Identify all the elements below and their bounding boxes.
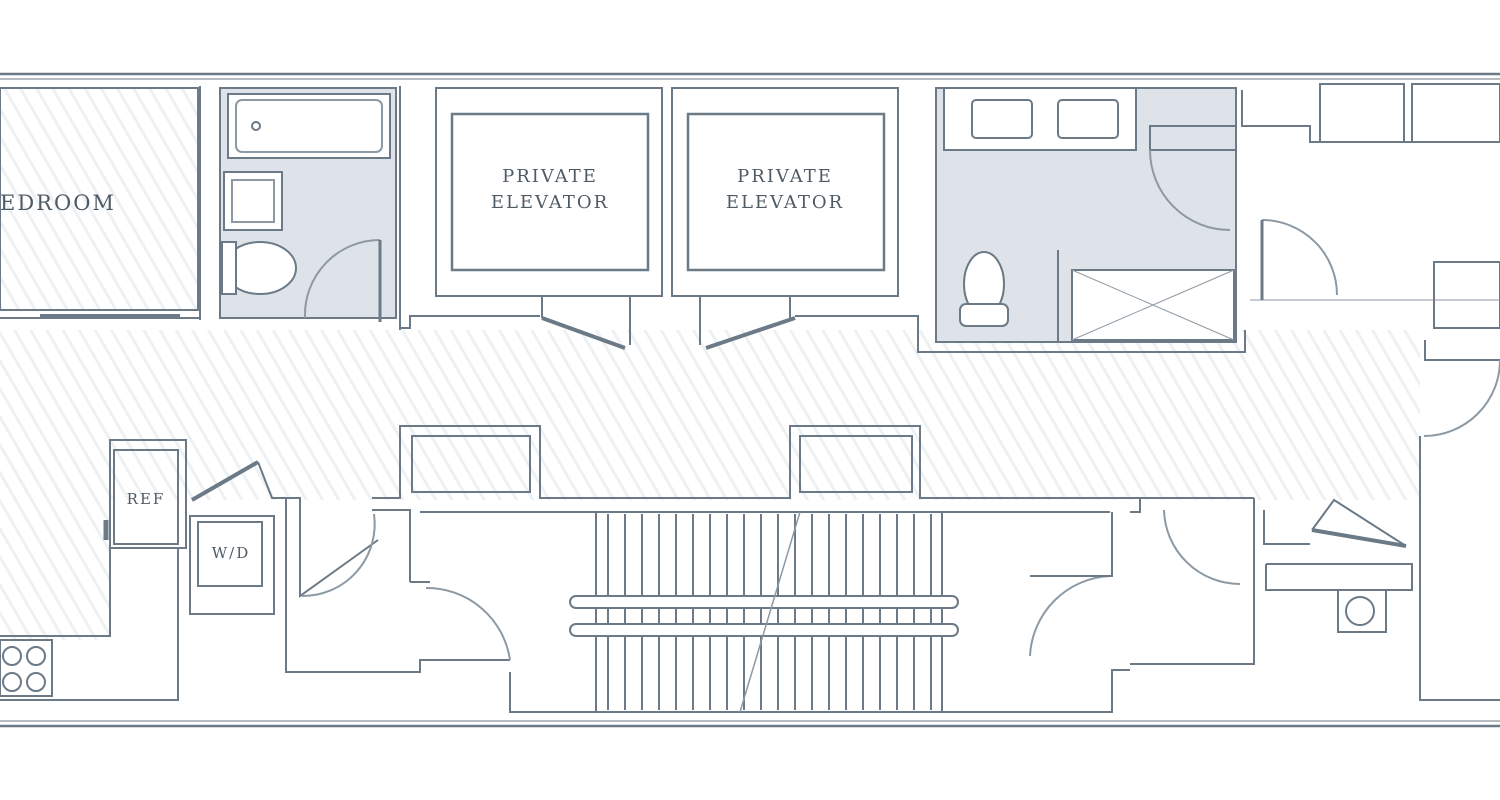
- door-swing-icon: [1163, 509, 1241, 585]
- door-swing-icon: [1423, 359, 1500, 437]
- door-swing-icon: [425, 586, 511, 661]
- closet-rod-icon: [1319, 83, 1405, 143]
- bathroom-left: [219, 86, 401, 330]
- washer-dryer: [189, 515, 275, 615]
- elevator-1-label-line2: ELEVATOR: [491, 192, 609, 213]
- bedroom-label: EDROOM: [0, 191, 116, 215]
- door-swing-icon: [301, 513, 376, 598]
- stair-icon: [569, 511, 959, 713]
- closet-rod-icon: [411, 435, 531, 493]
- elevator-2-label-line1: PRIVATE: [737, 166, 833, 187]
- door-swing-icon: [1149, 149, 1231, 231]
- elevator-2: [671, 87, 899, 350]
- corridor-top-wall: [399, 315, 1246, 353]
- closet-rod-icon: [1433, 261, 1500, 329]
- kitchen: [0, 439, 301, 701]
- refrigerator: [113, 449, 179, 545]
- kitchen-floor: [0, 450, 110, 640]
- closet-rod-icon: [1411, 83, 1500, 143]
- range-burner-icon: [0, 639, 53, 697]
- closet-rod-icon: [799, 435, 913, 493]
- stair-hall: [285, 425, 1413, 713]
- corridor-floor: [0, 330, 1420, 500]
- door-swing-icon: [1029, 575, 1111, 657]
- sink-icon: [971, 99, 1033, 139]
- door-swing-icon: [303, 239, 381, 319]
- elevator-2-label-line2: ELEVATOR: [726, 192, 844, 213]
- elevator-1: [435, 87, 663, 350]
- bathroom-right: [935, 87, 1237, 343]
- outer-walls: [0, 72, 1500, 728]
- ref-label: REF: [127, 490, 166, 508]
- bedroom: [0, 86, 201, 320]
- sink-icon: [1057, 99, 1119, 139]
- right-rooms: [1241, 83, 1500, 701]
- door-swing-icon: [1261, 219, 1338, 296]
- wd-label: W/D: [212, 544, 251, 562]
- elevator-1-label-line1: PRIVATE: [502, 166, 598, 187]
